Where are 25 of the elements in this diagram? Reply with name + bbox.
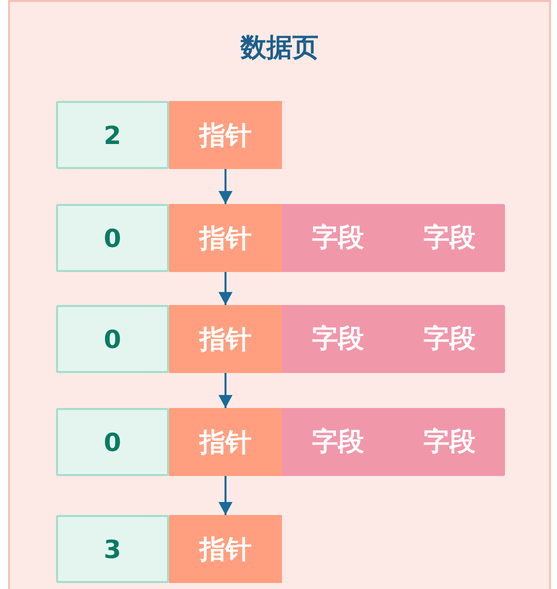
arrow bbox=[218, 169, 232, 204]
record-count-cell: 0 bbox=[56, 204, 169, 272]
pointer-cell: 指针 bbox=[169, 101, 282, 169]
field-label: 字段 bbox=[423, 224, 476, 252]
arrow bbox=[218, 373, 232, 408]
field-band bbox=[282, 305, 505, 373]
pointer-cell: 指针 bbox=[169, 515, 282, 583]
pointer-cell: 指针 bbox=[169, 408, 282, 476]
field-label: 字段 bbox=[312, 428, 364, 456]
page-title: 数据页 bbox=[240, 33, 318, 64]
record-count-cell: 3 bbox=[56, 515, 169, 583]
record-count-cell: 0 bbox=[56, 408, 169, 476]
pointer-cell: 指针 bbox=[169, 305, 282, 373]
record-count-cell: 0 bbox=[56, 305, 169, 373]
field-band bbox=[282, 204, 505, 272]
record-count-cell: 2 bbox=[56, 101, 169, 169]
field-label: 字段 bbox=[312, 224, 364, 252]
arrow bbox=[218, 272, 232, 305]
arrow bbox=[218, 476, 232, 515]
field-label: 字段 bbox=[312, 324, 364, 354]
field-label: 字段 bbox=[423, 428, 476, 456]
page-panel bbox=[8, 0, 551, 589]
field-label: 字段 bbox=[423, 324, 476, 354]
field-band bbox=[282, 408, 505, 476]
pointer-cell: 指针 bbox=[169, 204, 282, 272]
